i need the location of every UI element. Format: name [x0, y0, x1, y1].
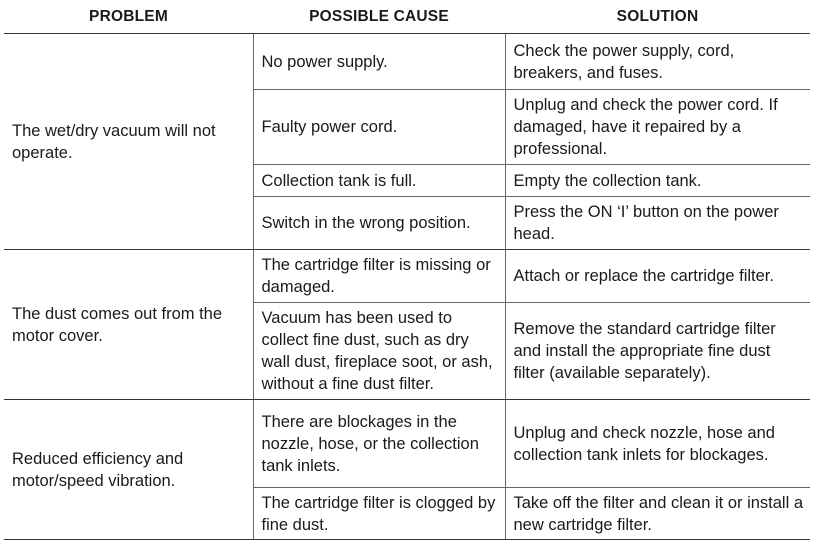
cause-cell: The cartridge filter is clogged by fine … — [252, 487, 505, 540]
problem-cell: Reduced efficiency and motor/speed vibra… — [4, 399, 253, 540]
table-row: Collection tank is full. Empty the colle… — [4, 164, 810, 197]
cause-cell: There are blockages in the nozzle, hose,… — [252, 399, 505, 488]
cause-cell: Vacuum has been used to collect fine dus… — [252, 302, 505, 400]
table-header-row: PROBLEM POSSIBLE CAUSE SOLUTION — [4, 0, 810, 34]
problem-cell: The dust comes out from the motor cover. — [4, 249, 253, 400]
table-row: The dust comes out from the motor cover.… — [4, 249, 810, 400]
solution-cell: Remove the standard cartridge filter and… — [504, 302, 810, 400]
cause-cell: The cartridge filter is missing or damag… — [252, 249, 505, 303]
cause-cell: Faulty power cord. — [252, 89, 505, 165]
table-row: Switch in the wrong position. Press the … — [4, 196, 810, 250]
cause-cell: No power supply. — [252, 33, 505, 90]
troubleshooting-table: PROBLEM POSSIBLE CAUSE SOLUTION The wet/… — [4, 0, 810, 540]
table-row: Faulty power cord. Unplug and check the … — [4, 89, 810, 165]
cause-cell: Collection tank is full. — [252, 164, 505, 197]
solution-cell: Attach or replace the cartridge filter. — [504, 249, 810, 303]
solution-cell: Press the ON ‘I’ button on the power hea… — [504, 196, 810, 250]
cause-cell: Switch in the wrong position. — [252, 196, 505, 250]
table-row: The wet/dry vacuum will not operate. No … — [4, 33, 810, 250]
table-row: Vacuum has been used to collect fine dus… — [4, 302, 810, 400]
solution-cell: Empty the collection tank. — [504, 164, 810, 197]
header-problem: PROBLEM — [4, 0, 253, 34]
solution-cell: Unplug and check the power cord. If dama… — [504, 89, 810, 165]
table-row: The cartridge filter is clogged by fine … — [4, 487, 810, 540]
header-solution: SOLUTION — [505, 0, 810, 34]
solution-cell: Check the power supply, cord, breakers, … — [504, 33, 810, 90]
solution-cell: Unplug and check nozzle, hose and collec… — [504, 399, 810, 488]
table-row: Reduced efficiency and motor/speed vibra… — [4, 399, 810, 540]
solution-cell: Take off the filter and clean it or inst… — [504, 487, 810, 540]
problem-cell: The wet/dry vacuum will not operate. — [4, 33, 253, 250]
header-possible-cause: POSSIBLE CAUSE — [253, 0, 505, 34]
